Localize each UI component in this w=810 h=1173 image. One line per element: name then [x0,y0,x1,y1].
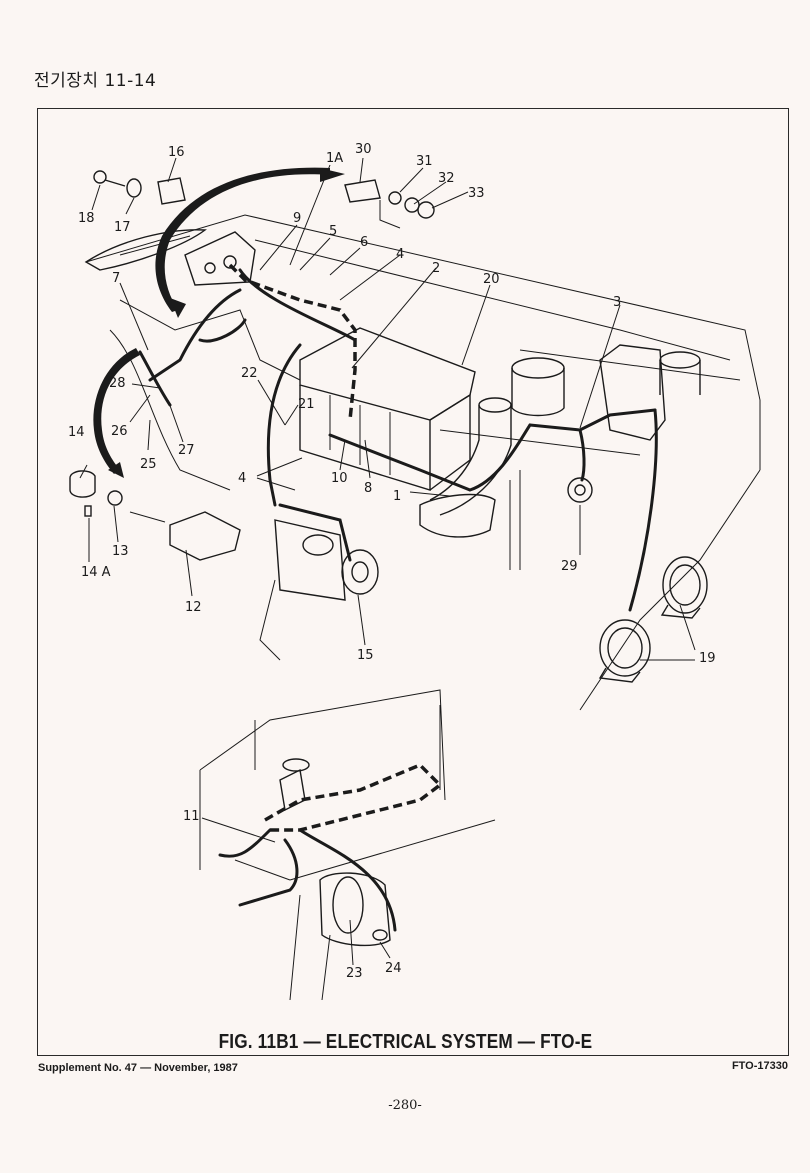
callout-15: 15 [357,648,374,663]
key-switch-parts [93,170,186,205]
callout-1: 1 [393,489,401,504]
page-number: -280- [388,1098,422,1113]
callout-32: 32 [438,171,455,186]
figure-caption: FIG. 11B1 — ELECTRICAL SYSTEM — FTO-E [218,1031,593,1053]
callout-3: 3 [613,295,621,310]
exhaust-stack [599,344,701,441]
headlights [598,556,708,683]
battery [299,327,476,491]
callout-10: 10 [331,471,348,486]
callout-27: 27 [178,443,195,458]
ignition-switch-parts [344,179,435,229]
dash-panel [184,231,256,286]
knob-parts [69,470,123,517]
callout-2: 2 [432,261,440,276]
callout-16: 16 [168,145,185,160]
callout-23: 23 [346,966,363,981]
supplement-note: Supplement No. 47 — November, 1987 [38,1062,238,1074]
callout-19: 19 [699,651,716,666]
callout-13: 13 [112,544,129,559]
arrow-to-dash [155,167,345,318]
callout-6: 6 [360,235,368,250]
leader-lines [79,157,696,966]
callout-31: 31 [416,154,433,169]
callout-20: 20 [483,272,500,287]
callout-12: 12 [185,600,202,615]
callout-29: 29 [561,559,578,574]
callout-4-top: 4 [396,247,404,262]
callout-33: 33 [468,186,485,201]
callout-9: 9 [293,211,301,226]
body-outline [85,214,761,711]
callout-22: 22 [241,366,258,381]
callout-25: 25 [140,457,157,472]
callout-7: 7 [112,271,120,286]
callout-30: 30 [355,142,372,157]
air-cleaner [419,357,565,538]
figure-code: FTO-17330 [731,1060,788,1072]
callout-14A: 14 A [81,565,111,580]
steering-wheel [84,229,207,271]
callout-11: 11 [183,809,200,824]
callout-5: 5 [329,224,337,239]
figure-frame [37,108,789,1056]
callout-1A: 1A [326,151,343,166]
horn [567,477,593,503]
callout-labels: 16 18 17 1A 30 31 32 33 9 5 6 4 2 20 3 7… [68,142,716,981]
page-header: 전기장치 11-14 [34,71,157,91]
callout-18: 18 [78,211,95,226]
callout-26: 26 [111,424,128,439]
starter-motor [259,519,379,661]
callout-21: 21 [298,397,315,412]
callout-28: 28 [109,376,126,391]
arrow-to-knob [93,348,140,478]
callout-17: 17 [114,220,131,235]
callout-14: 14 [68,425,85,440]
callout-24: 24 [385,961,402,976]
callout-8: 8 [364,481,372,496]
main-harness [138,263,658,612]
inset-alternator-view [199,689,496,1001]
callout-4-bottom: 4 [238,471,246,486]
switch-assembly [129,511,241,561]
